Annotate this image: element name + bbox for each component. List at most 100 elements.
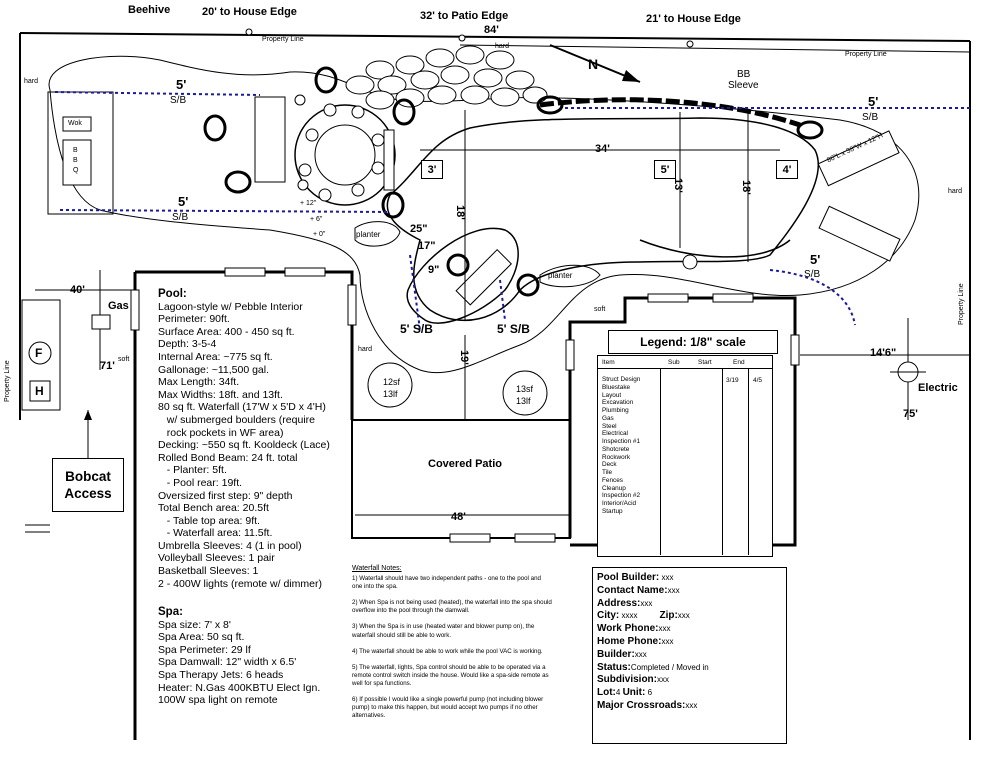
dim-40: 40' xyxy=(70,284,85,296)
dim-18b: 18' xyxy=(740,180,752,195)
builder-row-value: xxx xyxy=(659,573,674,582)
wok-label: Wok xyxy=(68,120,82,127)
bb-sleeve-label-2: Sleeve xyxy=(728,80,759,91)
pool-spec-line: Oversized first step: 9" depth xyxy=(158,489,293,502)
spa-spec-list: Spa size: 7' x 8'Spa Area: 50 sq ft.Spa … xyxy=(158,619,353,707)
bbq-label: B B Q xyxy=(73,147,79,174)
builder-row-value: xxxx xyxy=(619,611,638,621)
hard-label: hard xyxy=(948,188,963,195)
shallow-end xyxy=(406,227,519,324)
dim-48: 48' xyxy=(451,511,466,523)
dim-71: 71' xyxy=(100,360,115,372)
filter-circle xyxy=(28,341,52,365)
builder-row-label: Home Phone: xyxy=(597,635,662,647)
builder-row: Subdivision:xxx xyxy=(597,674,786,687)
waterfall-note: 5) The waterfall, lights, Spa control sh… xyxy=(352,663,549,687)
pool-spec-line: Gallonage: ~11,500 gal. xyxy=(158,363,270,376)
builder-row-value: xxx xyxy=(667,585,680,595)
lounger-left xyxy=(254,96,286,183)
schedule-item: Rockwork xyxy=(602,453,631,461)
schedule-item: Inspection #1 xyxy=(602,438,641,445)
spa-inner xyxy=(314,124,376,186)
builder-row-value: xxx xyxy=(661,636,674,646)
dim-13: 13' xyxy=(672,178,684,193)
pool-spec-line: - Planter: 5ft. xyxy=(158,464,227,477)
col-sub: Sub xyxy=(668,359,680,366)
spa-spec-line: Spa Area: 50 sq ft. xyxy=(158,631,245,644)
pool-spec-line: Surface Area: 400 - 450 sq ft. xyxy=(158,325,295,338)
dim-9: 9" xyxy=(428,264,440,276)
marker-circle xyxy=(458,34,466,42)
builder-row-label: Address: xyxy=(597,597,641,609)
builder-row: Contact Name:xxx xyxy=(597,585,786,598)
builder-row-label: Work Phone: xyxy=(597,623,659,635)
first-start: 3/19 xyxy=(726,377,739,384)
property-line-top-right-label: Property Line xyxy=(845,51,887,58)
depth-box-4: 4' xyxy=(776,160,798,179)
house-wall-2 xyxy=(135,270,354,420)
pool-heading: Pool: xyxy=(158,288,187,300)
pool-spec-line: Max Length: 34ft. xyxy=(158,376,240,389)
damwall xyxy=(383,129,395,191)
waterfall-note: 4) The waterfall should be able to work … xyxy=(352,647,543,655)
spa-spec-line: Spa Therapy Jets: 6 heads xyxy=(158,668,284,681)
waterfall-note: 2) When Spa is not being used (heated), … xyxy=(352,599,552,615)
pool-outline xyxy=(386,117,820,322)
dim-25: 25" xyxy=(410,223,428,235)
builder-row: Builder:xxx xyxy=(597,649,786,662)
bb-sleeve-label-1: BB xyxy=(737,69,751,80)
schedule-item: Steel xyxy=(602,422,617,430)
tree-1-top: 12sf xyxy=(383,377,401,387)
setback-5: 5' S/B xyxy=(400,322,433,336)
pool-spec-line: Basketball Sleeves: 1 xyxy=(158,565,259,578)
waterfall-notes: Waterfall Notes: 1) Waterfall should hav… xyxy=(352,565,552,728)
legend-title: Legend: 1/8" scale xyxy=(608,330,778,354)
patio-edge-label: 32' to Patio Edge xyxy=(420,10,509,22)
property-line-right-label: Property Line xyxy=(958,283,965,325)
pool-spec-line: - Table top area: 9ft. xyxy=(158,514,260,527)
builder-row-value: Completed / Moved in xyxy=(630,662,709,672)
setback-3-num: 5' xyxy=(868,94,879,109)
hard-label: hard xyxy=(24,78,39,85)
planter-2 xyxy=(539,264,601,288)
tree-1 xyxy=(367,362,413,408)
hard-label: hard xyxy=(495,43,510,50)
elevation-12: + 12" xyxy=(300,200,317,207)
builder-row-label: Builder: xyxy=(597,648,635,660)
builder-row-value: xxx xyxy=(634,649,647,659)
builder-row-value: xxx xyxy=(685,700,698,710)
filter-label: F xyxy=(35,346,43,360)
builder-row-label: Lot: xyxy=(597,687,616,699)
pool-spec-line: Lagoon-style w/ Pebble Interior xyxy=(158,300,303,313)
schedule-divider xyxy=(660,369,661,555)
builder-row-label: Status: xyxy=(597,661,631,673)
hard-label: hard xyxy=(358,346,373,353)
boulder-cluster xyxy=(345,45,548,110)
builder-row-value: xxx xyxy=(657,675,669,685)
elevation-6: + 6" xyxy=(310,216,323,223)
dim-14-6: 14'6" xyxy=(870,347,897,359)
pool-spec-line: Total Bench area: 20.5ft xyxy=(158,502,269,515)
builder-row: Status:Completed / Moved in xyxy=(597,662,786,675)
builder-row: Pool Builder: xxx xyxy=(597,572,786,585)
builder-row: Major Crossroads:xxx xyxy=(597,700,786,713)
beehive-label: Beehive xyxy=(128,4,171,16)
north-arrow-head xyxy=(622,70,640,82)
schedule-item: Cleanup xyxy=(602,484,626,492)
spa-specs: Spa: Spa size: 7' x 8'Spa Area: 50 sq ft… xyxy=(158,606,353,707)
wok-box xyxy=(62,116,92,132)
schedule-item: Deck xyxy=(602,461,617,469)
col-item: Item xyxy=(602,359,615,366)
tree-2-bot: 13lf xyxy=(516,396,531,406)
marker-circle xyxy=(686,40,694,48)
builder-row-label: Major Crossroads: xyxy=(597,699,686,711)
lounger-right-bottom xyxy=(818,205,901,262)
spa-outer xyxy=(294,104,396,206)
pool-spec-line: 80 sq ft. Waterfall (17'W x 5'D x 4'H) xyxy=(158,401,326,414)
setback-2-txt: S/B xyxy=(172,212,189,223)
heater-box xyxy=(29,380,51,402)
pool-spec-line: - Waterfall area: 11.5ft. xyxy=(158,527,273,540)
